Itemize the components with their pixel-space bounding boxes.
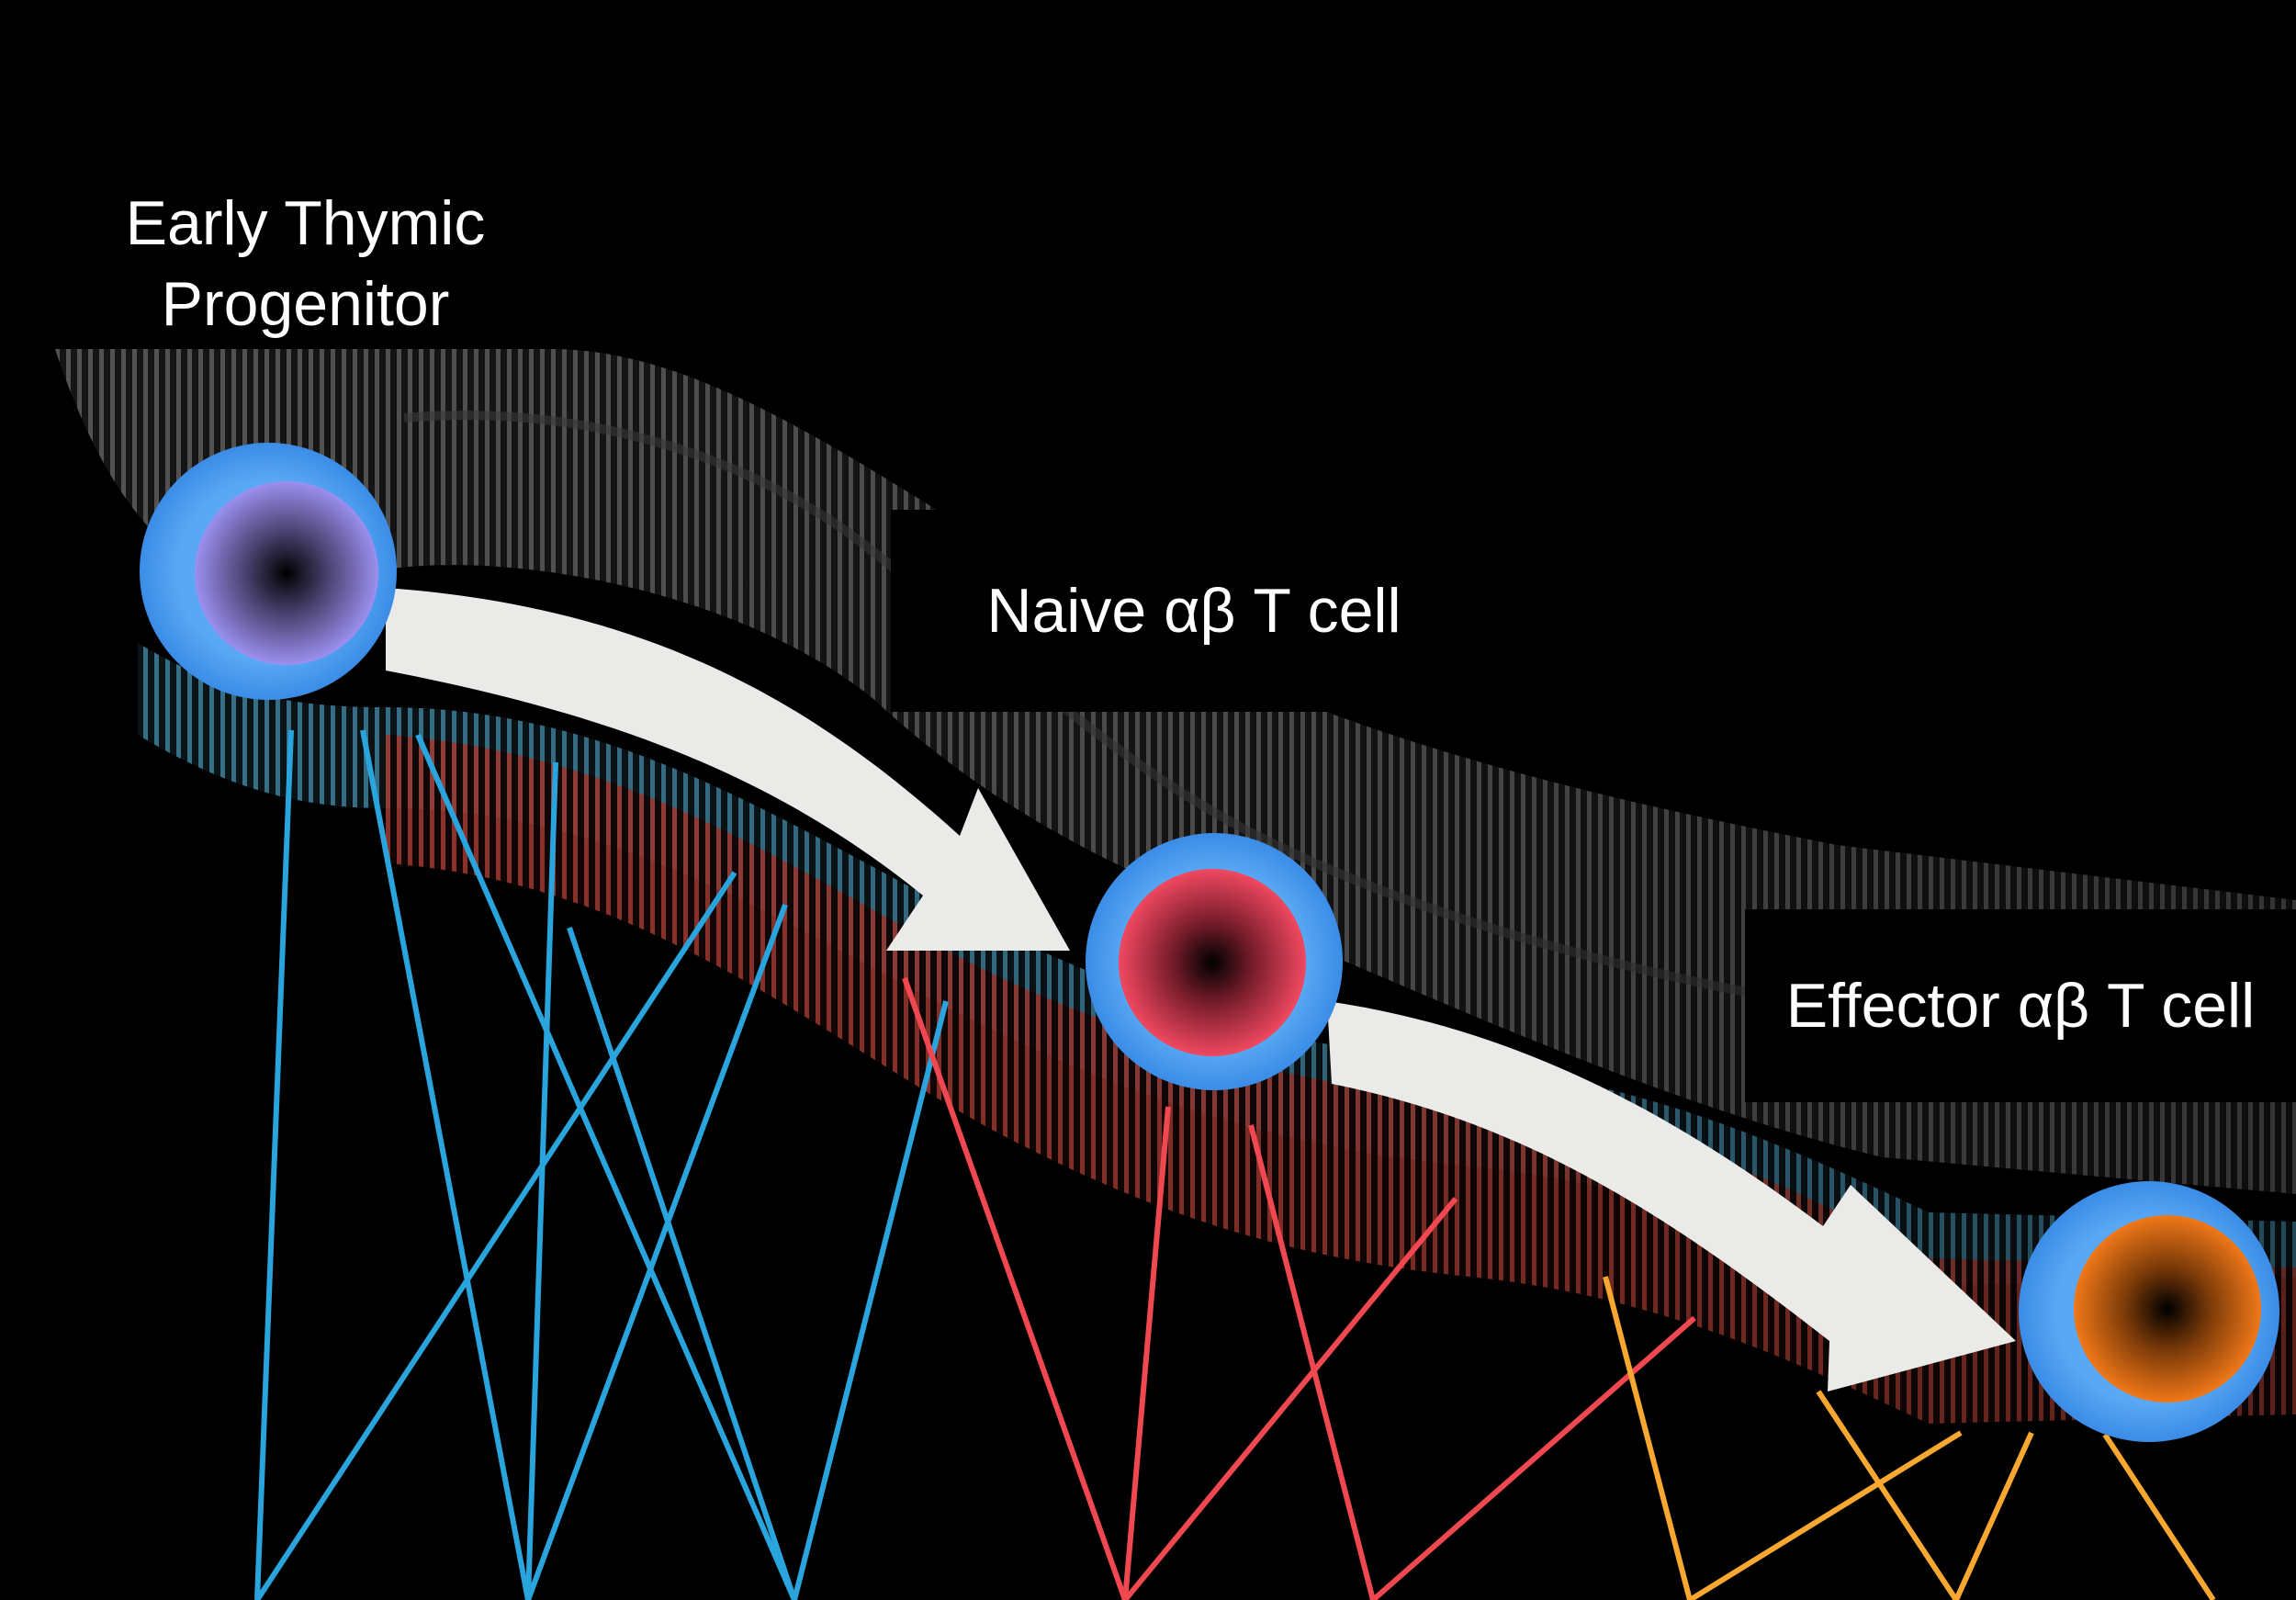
blue-line xyxy=(792,1000,949,1600)
naive-label-text: Naive αβ T cell xyxy=(986,576,1401,646)
blue-line xyxy=(415,733,797,1600)
orange-line xyxy=(1688,1430,1963,1600)
red-line xyxy=(1122,1197,1458,1600)
orange-line xyxy=(1603,1276,1693,1600)
naive-t-cell-label: Naive αβ T cell xyxy=(891,510,1497,712)
transition-arrow-icon xyxy=(1327,1001,2016,1392)
red-line xyxy=(902,976,1128,1600)
orange-line xyxy=(1953,1431,2034,1600)
effector-label-text: Effector αβ T cell xyxy=(1785,971,2256,1041)
naive-cell-icon xyxy=(1086,833,1343,1090)
red-line xyxy=(1122,1106,1171,1600)
blue-line xyxy=(525,761,558,1600)
blue-line xyxy=(254,729,294,1600)
orange-line xyxy=(1816,1390,1959,1600)
transition-arrows xyxy=(386,588,2016,1392)
early-thymic-label-line1: Early Thymic xyxy=(125,188,486,258)
progenitor-gene-lines xyxy=(254,729,949,1600)
early-thymic-progenitor-label: Early Thymic Progenitor xyxy=(55,179,556,349)
blue-line xyxy=(360,729,531,1600)
blue-line xyxy=(525,903,788,1600)
progenitor-cell-icon xyxy=(140,443,397,700)
red-line xyxy=(1371,1315,1696,1600)
blue-line xyxy=(567,927,797,1600)
orange-line xyxy=(2102,1433,2216,1600)
effector-t-cell-label: Effector αβ T cell xyxy=(1745,909,2296,1102)
transition-arrow-icon xyxy=(386,588,1070,951)
effector-cell-icon xyxy=(2019,1181,2279,1442)
early-thymic-label-line2: Progenitor xyxy=(161,269,450,339)
red-line xyxy=(1248,1124,1376,1600)
blue-line xyxy=(254,871,737,1600)
naive-gene-lines xyxy=(902,976,1696,1600)
effector-gene-lines xyxy=(1603,1276,2216,1600)
